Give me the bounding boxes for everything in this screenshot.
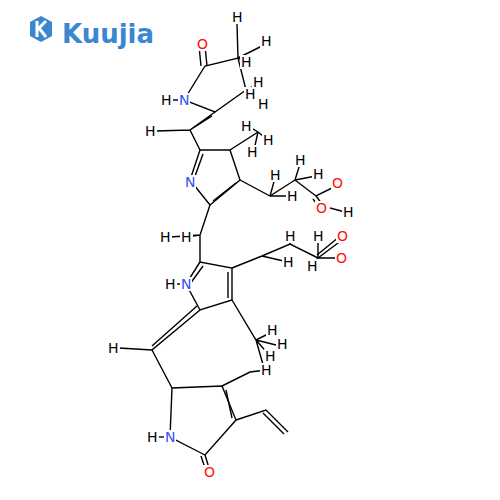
atom-label: H	[282, 255, 295, 269]
watermark: Kuujia	[62, 20, 154, 48]
atom-label: H	[180, 230, 193, 244]
atom-label: H	[342, 205, 355, 219]
atom-label: H	[240, 55, 253, 69]
atom-label: H	[144, 124, 157, 138]
atom-label: H	[146, 430, 159, 444]
atom-label: O	[331, 176, 344, 190]
atom-label: H	[159, 230, 172, 244]
atom-label: H	[264, 349, 277, 363]
atom-label: H	[312, 229, 325, 243]
atom-label: N	[184, 175, 196, 189]
atom-label: H	[306, 259, 319, 273]
atom-label: H	[257, 97, 270, 111]
atom-label: H	[246, 145, 259, 159]
atom-label: O	[335, 251, 348, 265]
atom-label: H	[260, 34, 273, 48]
atom-label: H	[284, 229, 297, 243]
atom-label: H	[266, 323, 279, 337]
atom-label: H	[262, 133, 275, 147]
bonds	[119, 24, 345, 468]
atom-label: N	[164, 430, 176, 444]
atom-label: H	[240, 119, 253, 133]
atom-label: H	[244, 87, 257, 101]
atom-label: H	[276, 337, 289, 351]
atom-label: H	[294, 153, 307, 167]
atom-label: H	[286, 189, 299, 203]
atom-label: H	[260, 363, 273, 377]
logo	[30, 16, 52, 42]
atom-label: H	[312, 167, 325, 181]
logo-hexagon	[30, 16, 52, 42]
atom-label: H	[269, 168, 282, 182]
atom-label: O	[315, 201, 328, 215]
atom-label: H	[160, 93, 173, 107]
atom-label: H	[164, 277, 177, 291]
atom-label: H	[107, 341, 120, 355]
atom-label: H	[231, 10, 244, 24]
atom-label: O	[203, 465, 216, 479]
atom-label: N	[178, 93, 190, 107]
atom-label: O	[196, 37, 209, 51]
atom-label: O	[336, 229, 349, 243]
logo-mark	[37, 21, 46, 37]
atom-label: N	[180, 277, 192, 291]
